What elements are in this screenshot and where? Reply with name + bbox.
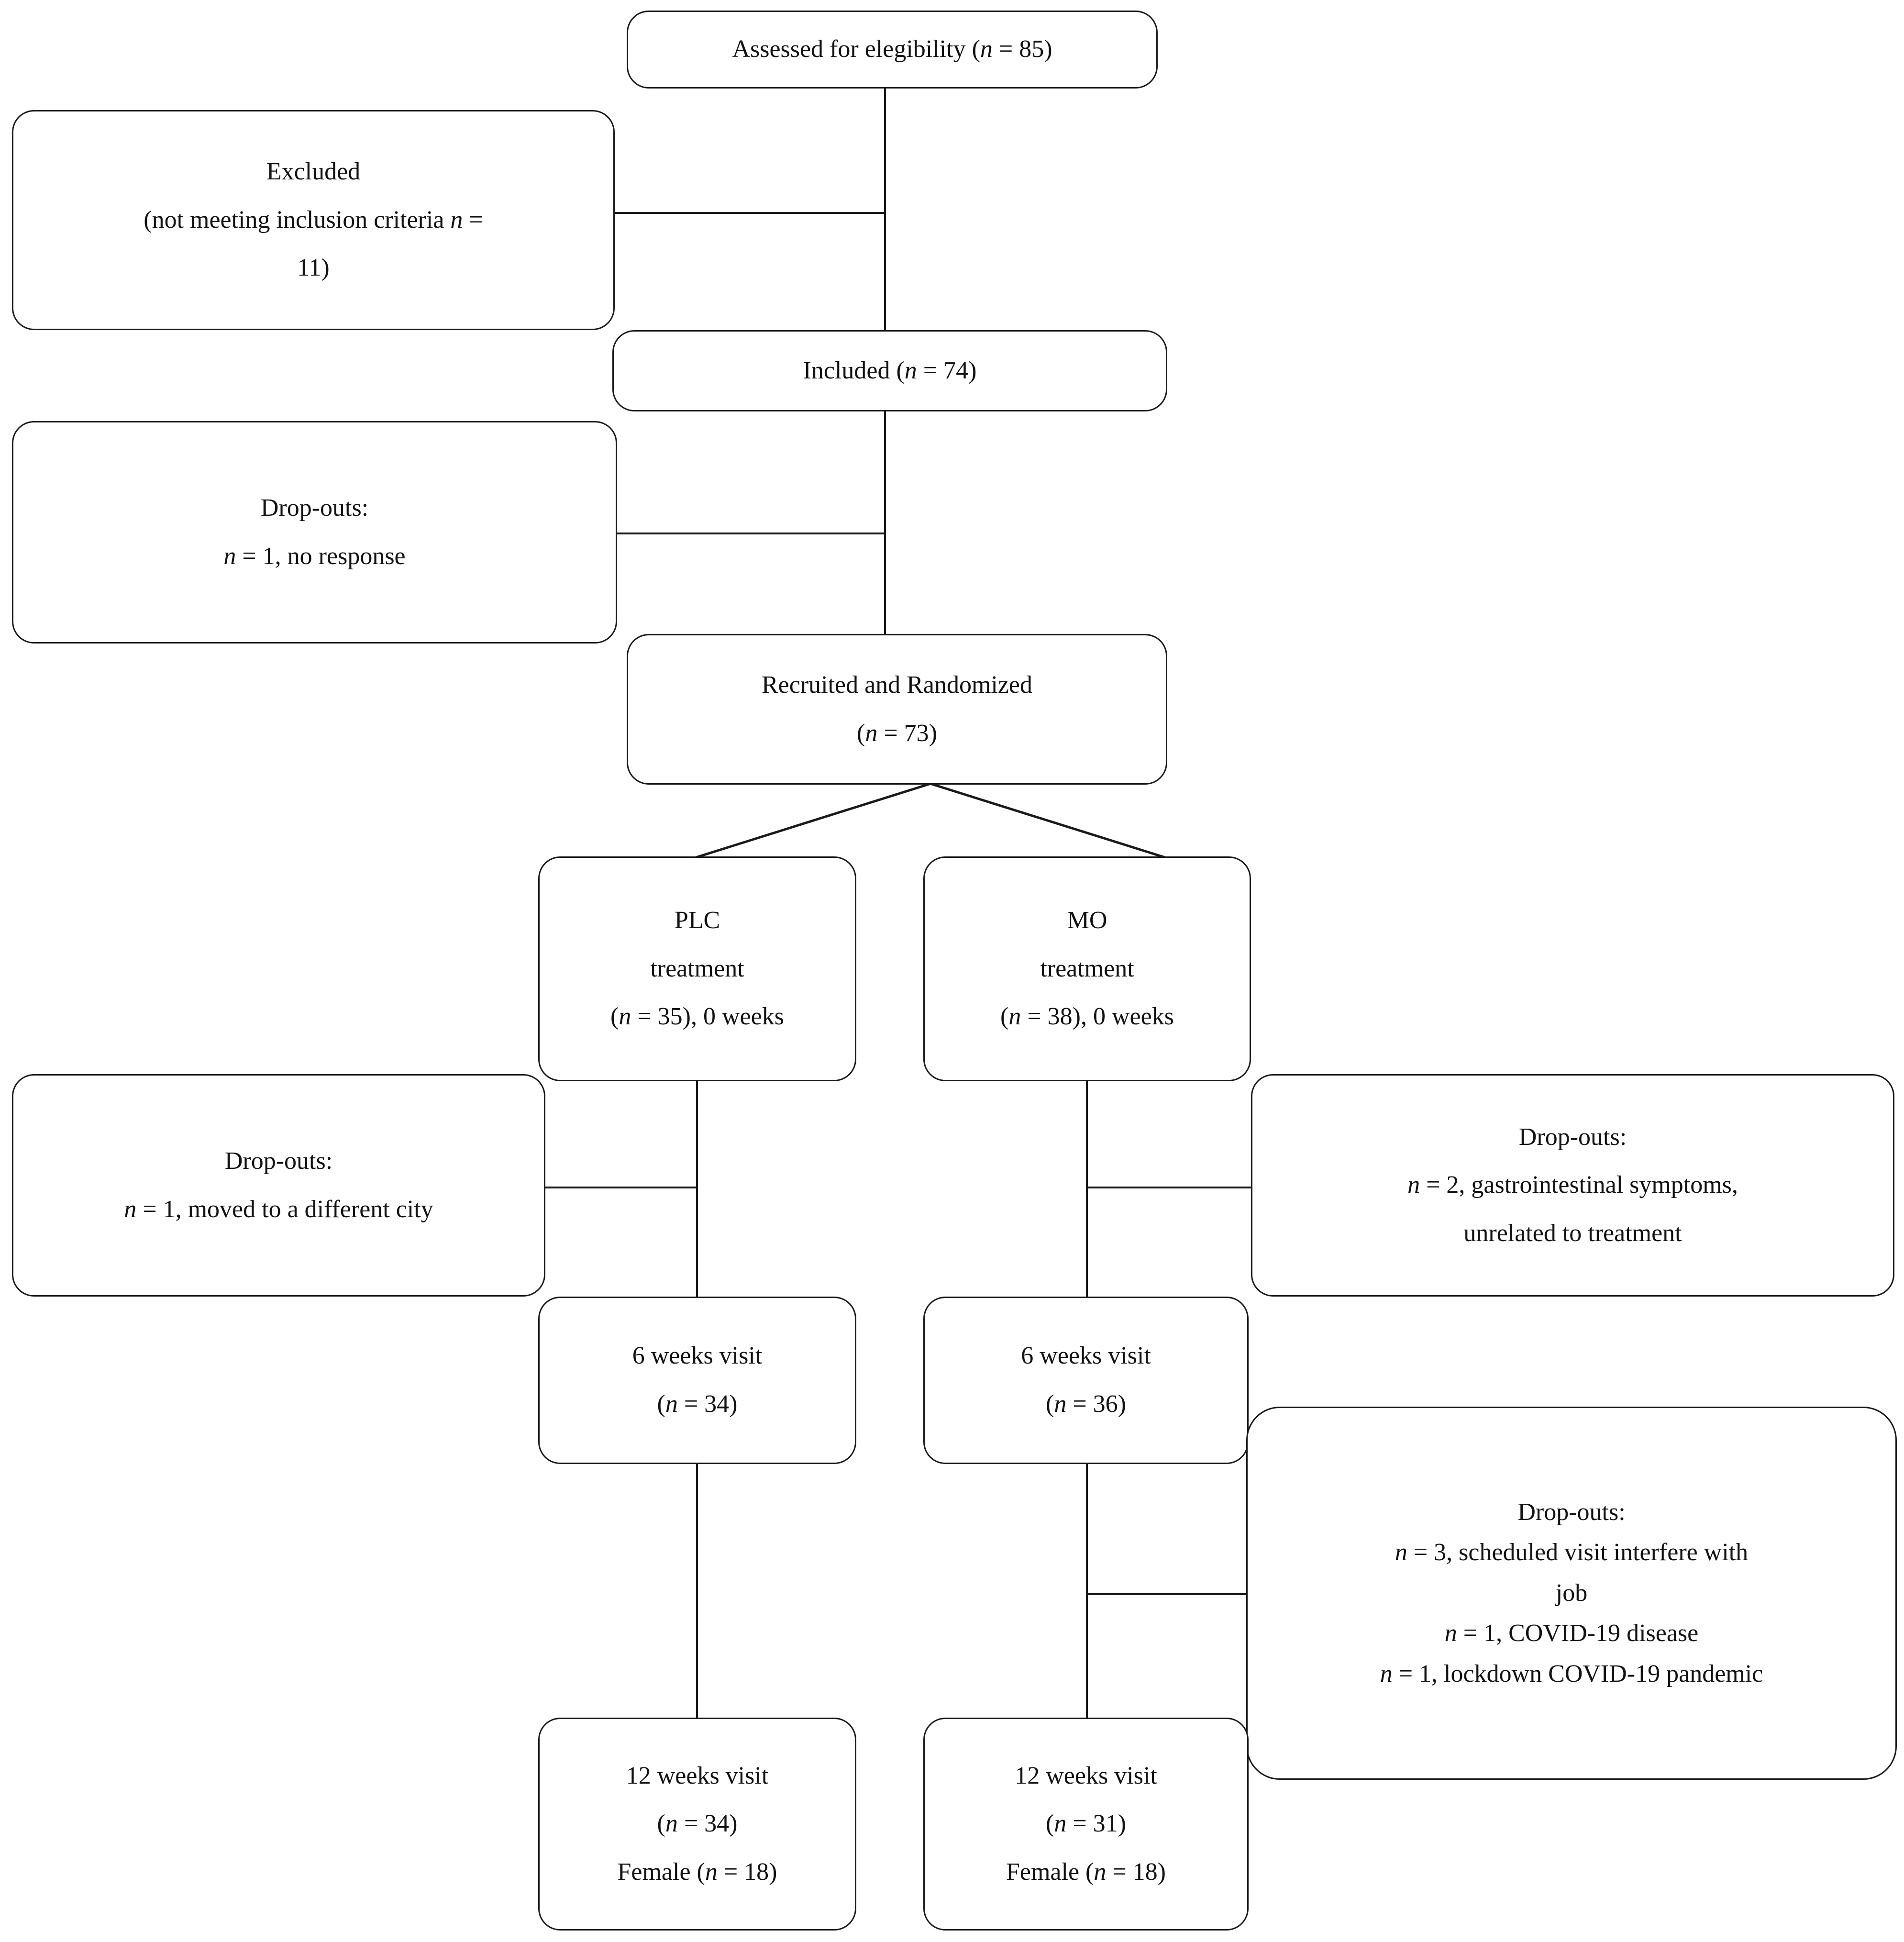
node-plc-treatment: PLC treatment (n = 35), 0 weeks xyxy=(538,856,856,1081)
node-plc-12-weeks-visit: 12 weeks visit (n = 34) Female (n = 18) xyxy=(538,1718,856,1931)
connector-plc-treatment-to-6weeks xyxy=(696,1080,698,1299)
connector-assessed-to-excluded xyxy=(615,212,885,214)
node-dropout-gastrointestinal: Drop-outs: n = 2, gastrointestinal sympt… xyxy=(1251,1074,1894,1297)
connector-mo-to-dropout-covid xyxy=(1086,1593,1250,1595)
connector-mo-to-dropout-gastro xyxy=(1086,1187,1253,1188)
connector-mo-6weeks-to-12weeks xyxy=(1086,1463,1088,1720)
connector-assessed-to-included xyxy=(884,89,886,333)
node-assessed-for-eligibility: Assessed for elegibility (n = 85) xyxy=(627,11,1158,89)
node-assessed-line1: Assessed for elegibility (n = 85) xyxy=(732,35,1052,63)
node-plc-6weeks-line2: (n = 34) xyxy=(657,1390,738,1418)
connector-mo-treatment-to-6weeks xyxy=(1086,1080,1088,1299)
node-dropout-moved-line1: Drop-outs: xyxy=(224,1147,333,1175)
node-excluded-line1: Excluded xyxy=(266,158,361,186)
node-dropout-covid: Drop-outs: n = 3, scheduled visit interf… xyxy=(1246,1407,1897,1780)
node-dropout-gastro-line3: unrelated to treatment xyxy=(1463,1219,1682,1247)
node-dropout-covid-line5: n = 1, lockdown COVID-19 pandemic xyxy=(1380,1660,1763,1687)
node-mo-6-weeks-visit: 6 weeks visit (n = 36) xyxy=(923,1297,1249,1464)
node-included-line1: Included (n = 74) xyxy=(803,356,977,384)
node-mo-treatment-line1: MO xyxy=(1067,907,1107,934)
node-dropout-covid-line3: job xyxy=(1555,1579,1588,1607)
node-recruited-randomized: Recruited and Randomized (n = 73) xyxy=(627,634,1167,785)
node-mo-treatment: MO treatment (n = 38), 0 weeks xyxy=(923,856,1251,1081)
node-mo-12weeks-line3: Female (n = 18) xyxy=(1006,1858,1166,1886)
node-included: Included (n = 74) xyxy=(612,330,1167,411)
node-plc-12weeks-line1: 12 weeks visit xyxy=(626,1762,769,1789)
node-excluded: Excluded (not meeting inclusion criteria… xyxy=(12,110,615,330)
node-mo-12weeks-line2: (n = 31) xyxy=(1046,1810,1126,1838)
node-randomized-line1: Recruited and Randomized xyxy=(761,671,1033,699)
node-dropout-covid-line1: Drop-outs: xyxy=(1517,1498,1626,1526)
node-plc-treatment-line2: treatment xyxy=(650,954,744,982)
node-dropout-no-response-line2: n = 1, no response xyxy=(223,542,406,570)
node-dropout-moved-line2: n = 1, moved to a different city xyxy=(124,1195,433,1223)
node-dropout-covid-line4: n = 1, COVID-19 disease xyxy=(1444,1620,1699,1647)
node-mo-treatment-line2: treatment xyxy=(1040,954,1134,982)
connector-plc-6weeks-to-12weeks xyxy=(696,1463,698,1720)
node-randomized-line2: (n = 73) xyxy=(857,719,937,747)
connector-randomization-split xyxy=(696,783,1165,859)
node-plc-6weeks-line1: 6 weeks visit xyxy=(632,1342,763,1370)
node-excluded-line2: (not meeting inclusion criteria n = xyxy=(144,206,483,233)
node-mo-12weeks-line1: 12 weeks visit xyxy=(1015,1762,1157,1789)
node-plc-12weeks-line3: Female (n = 18) xyxy=(617,1858,777,1886)
node-mo-6weeks-line1: 6 weeks visit xyxy=(1021,1342,1151,1370)
node-dropout-gastro-line2: n = 2, gastrointestinal symptoms, xyxy=(1407,1171,1738,1199)
node-dropout-no-response-line1: Drop-outs: xyxy=(260,494,369,522)
node-dropout-moved-city: Drop-outs: n = 1, moved to a different c… xyxy=(12,1074,545,1297)
node-plc-treatment-line1: PLC xyxy=(674,907,720,934)
node-mo-6weeks-line2: (n = 36) xyxy=(1046,1390,1126,1418)
node-dropout-covid-line2: n = 3, scheduled visit interfere with xyxy=(1395,1539,1749,1566)
node-plc-6-weeks-visit: 6 weeks visit (n = 34) xyxy=(538,1297,856,1464)
connector-included-to-dropout-response xyxy=(616,533,885,534)
node-dropout-no-response: Drop-outs: n = 1, no response xyxy=(12,421,617,644)
node-mo-12-weeks-visit: 12 weeks visit (n = 31) Female (n = 18) xyxy=(923,1718,1249,1931)
connector-plc-to-dropout-moved xyxy=(543,1187,697,1188)
node-dropout-gastro-line1: Drop-outs: xyxy=(1518,1123,1627,1151)
node-plc-12weeks-line2: (n = 34) xyxy=(657,1810,738,1838)
node-plc-treatment-line3: (n = 35), 0 weeks xyxy=(610,1003,784,1031)
connector-included-to-randomized xyxy=(884,411,886,636)
node-excluded-line3: 11) xyxy=(297,254,330,282)
node-mo-treatment-line3: (n = 38), 0 weeks xyxy=(1000,1003,1174,1031)
